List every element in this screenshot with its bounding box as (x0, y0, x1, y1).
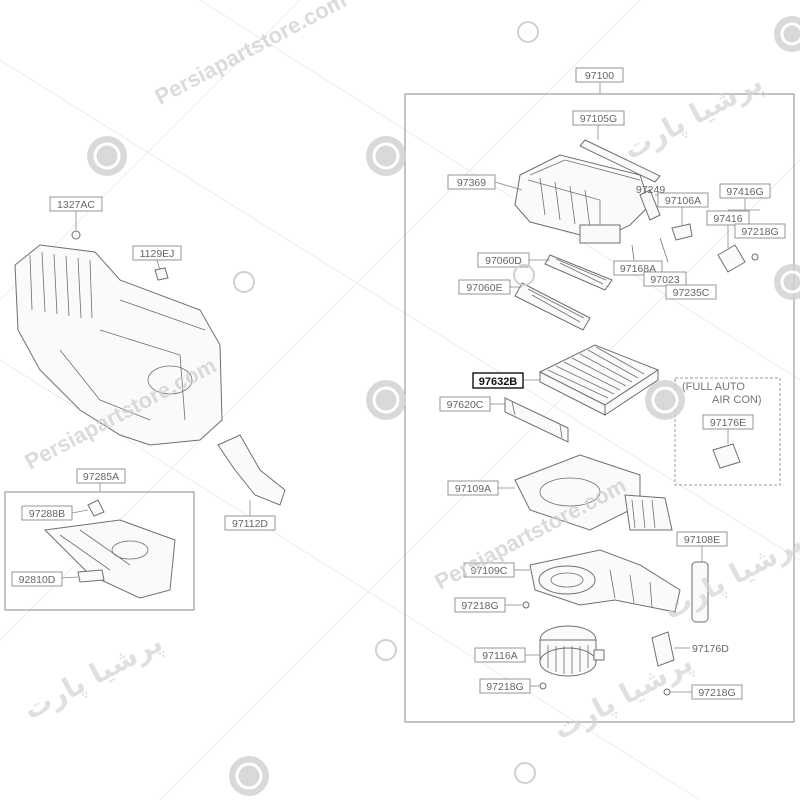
blower-housing-97109C: 97109C 97218G (454, 549, 681, 613)
assembly-97285A: 97285A 97288B 92810D (4, 468, 195, 611)
resistor-97176D: 97176D 97218G (651, 631, 743, 700)
label-97235C: 97235C (673, 287, 710, 299)
filter-door-97060D: 97060D 97168A 97023 97235C (477, 237, 717, 300)
watermark-logo-icon (229, 756, 269, 796)
watermark-arabic-text: پرشیا پارت (18, 625, 168, 726)
note-line2: AIR CON) (712, 394, 762, 406)
label-97023: 97023 (650, 274, 679, 286)
label-97285A: 97285A (83, 471, 119, 483)
label-97176D: 97176D (692, 643, 729, 655)
label-97060E: 97060E (466, 282, 502, 294)
label-97108E: 97108E (684, 534, 720, 546)
label-1129EJ: 1129EJ (140, 248, 175, 260)
label-97112D: 97112D (232, 518, 268, 530)
duct-97112D: 97112D (217, 434, 286, 531)
watermark-logo-icon (366, 380, 406, 420)
label-97416: 97416 (713, 213, 742, 225)
watermark-text: Persiapartstore.com (151, 0, 351, 109)
label-97416G: 97416G (726, 186, 763, 198)
watermark-logo-icon (233, 271, 255, 293)
label-97100: 97100 (585, 70, 614, 82)
note-line1: (FULL AUTO (682, 381, 745, 393)
label-97218G-low: 97218G (486, 681, 523, 693)
label-1327AC: 1327AC (57, 199, 95, 211)
label-97218G-top: 97218G (741, 226, 778, 238)
label-97632B: 97632B (479, 376, 518, 388)
label-97060D: 97060D (485, 255, 522, 267)
nut-1327AC: 1327AC (49, 196, 103, 240)
watermark-logo-icon (774, 264, 800, 300)
screw-1129EJ: 1129EJ (132, 245, 182, 281)
watermark-logo-icon (774, 16, 800, 52)
watermark-logo-icon (375, 639, 397, 661)
watermarks: Persiapartstore.com Persiapartstore.com … (18, 0, 800, 796)
label-97116A: 97116A (482, 650, 517, 662)
assembly-frame (404, 93, 795, 723)
label-92810D: 92810D (19, 574, 56, 586)
watermark-logo-icon (514, 762, 536, 784)
label-97218G-right: 97218G (698, 687, 735, 699)
label-97369: 97369 (457, 177, 486, 189)
lower-case-97109A: 97109A (447, 454, 673, 531)
filter-frame-97620C: 97620C (439, 396, 569, 443)
label-97176E: 97176E (710, 417, 746, 429)
watermark-logo-icon (87, 136, 127, 176)
watermark-logo-icon (645, 380, 685, 420)
label-97288B: 97288B (29, 508, 65, 520)
label-97105G: 97105G (580, 113, 617, 125)
watermark-logo-icon (366, 136, 406, 176)
label-97620C: 97620C (447, 399, 484, 411)
label-97106A: 97106A (665, 195, 701, 207)
cabin-filter-97632B[interactable]: 97632B (472, 344, 660, 416)
seal-97105G: 97105G (572, 110, 661, 183)
blower-motor-97116A: 97116A 97218G (474, 625, 605, 694)
upper-case-97369: 97369 (447, 154, 651, 244)
label-97218G-mid: 97218G (461, 600, 498, 612)
label-97109C: 97109C (471, 565, 508, 577)
linkage-97106A: 97249 97106A (636, 184, 709, 241)
hvac-unit-left (14, 244, 223, 446)
cover-97060E: 97060E (458, 279, 591, 331)
label-97109A: 97109A (455, 483, 491, 495)
full-auto-aircon-box: (FULL AUTO AIR CON) 97176E (674, 377, 781, 486)
watermark-arabic-text: پرشیا پارت (618, 65, 768, 166)
watermark-logo-icon (513, 264, 535, 286)
seal-97108E: 97108E (676, 531, 728, 623)
actuator-97416G: 97416G 97416 97218G (706, 183, 786, 273)
assembly-97100: 97100 (404, 67, 795, 723)
watermark-logo-icon (517, 21, 539, 43)
